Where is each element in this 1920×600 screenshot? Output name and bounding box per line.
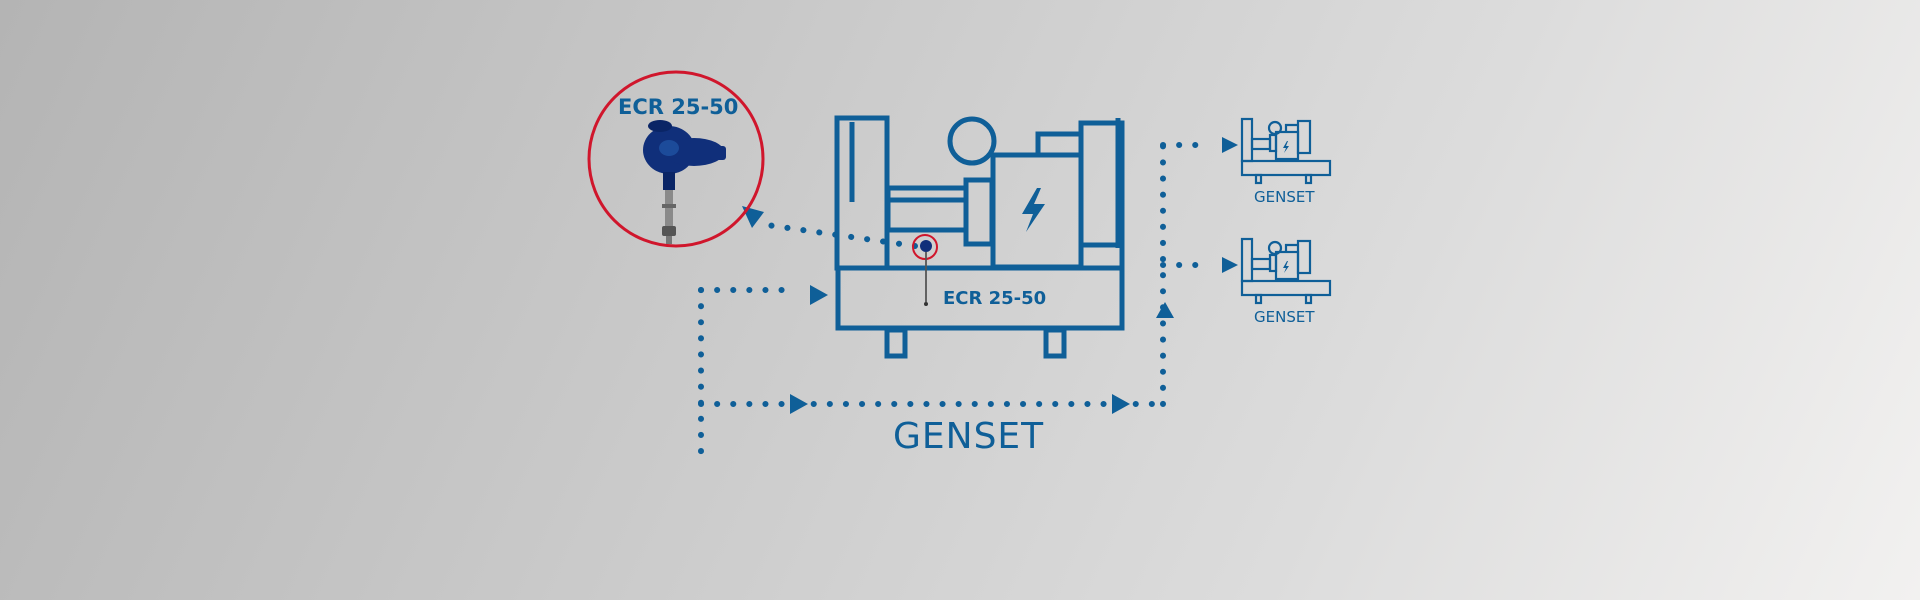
lightning-bolt-icon <box>1283 261 1289 273</box>
sensor-probe-small-icon <box>920 240 932 306</box>
output-genset-top-label: GENSET <box>1254 188 1315 206</box>
main-genset-icon: ECR 25-50 <box>834 115 1125 359</box>
lightning-bolt-icon <box>1283 141 1289 153</box>
arrow-up-left-icon <box>742 206 764 228</box>
output-genset-bottom: GENSET <box>1240 237 1332 326</box>
arrow-right-icon <box>810 285 828 305</box>
flow-arrows <box>742 137 1238 414</box>
sensor-callout-label: ECR 25-50 <box>618 95 738 119</box>
arrow-right-icon <box>1222 137 1238 153</box>
arrow-right-icon <box>1112 394 1130 414</box>
genset-inner-label: ECR 25-50 <box>943 288 1046 309</box>
arrow-up-icon <box>1156 302 1174 318</box>
output-genset-bottom-label: GENSET <box>1254 308 1315 326</box>
sensor-callout-ring <box>587 70 765 248</box>
arrow-right-icon <box>1222 257 1238 273</box>
output-genset-top: GENSET <box>1240 117 1332 206</box>
main-genset-label: GENSET <box>893 416 1044 457</box>
temperature-sensor-icon <box>643 120 726 244</box>
sensor-callout: ECR 25-50 <box>587 70 765 248</box>
sensor-highlight-small <box>912 234 938 260</box>
arrow-right-icon <box>790 394 808 414</box>
lightning-bolt-icon <box>1022 188 1045 232</box>
